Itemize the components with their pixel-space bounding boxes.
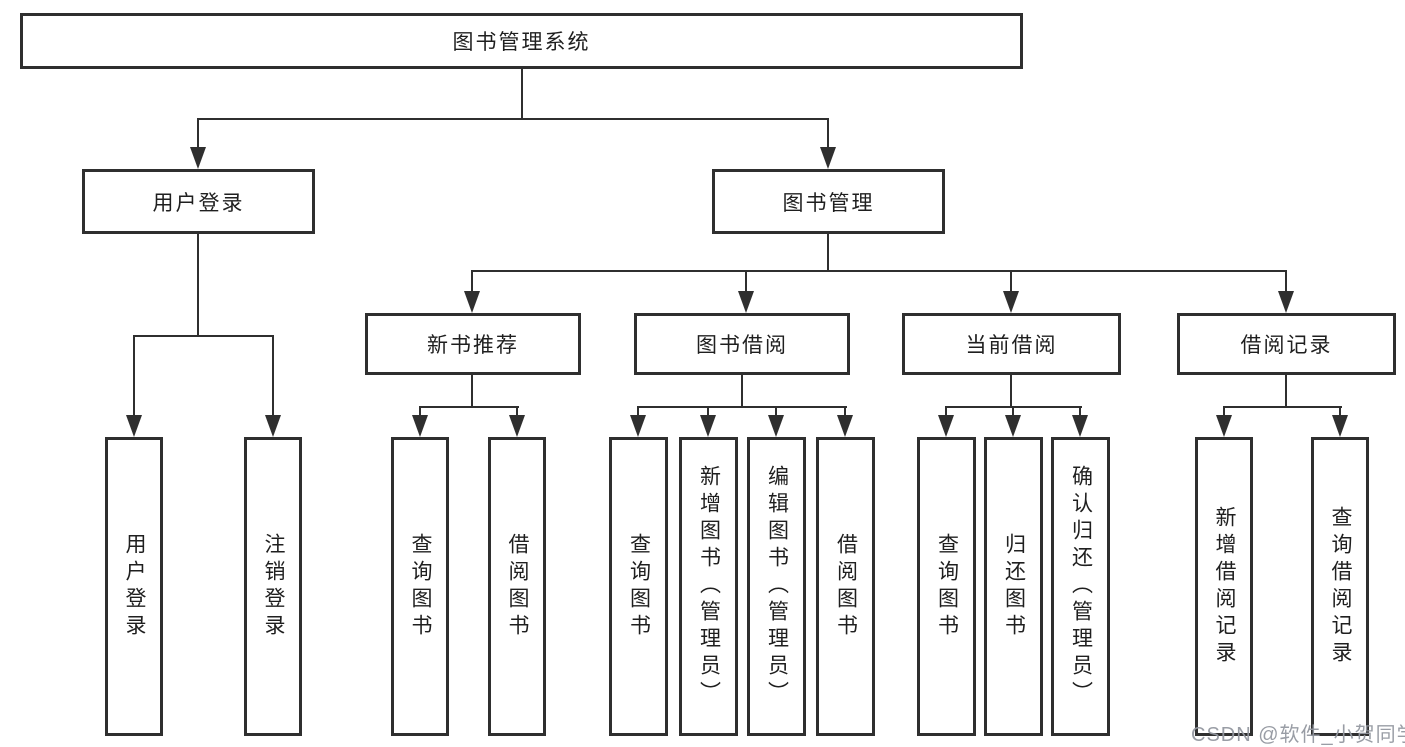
connector-line	[1285, 270, 1287, 293]
node-label: 注销登录	[262, 532, 285, 641]
leaf-logout: 注销登录	[244, 437, 302, 736]
connector-line	[1012, 406, 1014, 418]
arrow-down-icon	[738, 291, 754, 313]
leaf-return-books: 归还图书	[984, 437, 1043, 736]
arrow-down-icon	[768, 415, 784, 437]
connector-line	[471, 375, 473, 408]
connector-line	[1010, 375, 1012, 408]
leaf-query-books: 查询图书	[609, 437, 668, 736]
arrow-down-icon	[1072, 415, 1088, 437]
connector-line	[521, 69, 523, 120]
connector-line	[945, 406, 947, 418]
arrow-down-icon	[837, 415, 853, 437]
connector-line	[827, 118, 829, 150]
leaf-user-login: 用户登录	[105, 437, 163, 736]
arrow-down-icon	[464, 291, 480, 313]
arrow-down-icon	[1216, 415, 1232, 437]
node-label: 用户登录	[152, 191, 245, 215]
leaf-query-borrow-record: 查询借阅记录	[1311, 437, 1369, 736]
leaf-query-books-recommend: 查询图书	[391, 437, 449, 736]
connector-line	[827, 234, 829, 272]
node-label: 查询借阅记录	[1329, 505, 1352, 668]
connector-line	[707, 406, 709, 418]
node-label: 新增借阅记录	[1213, 505, 1236, 668]
node-label: 新增图书（管理员）	[697, 465, 721, 708]
node-root-library-system: 图书管理系统	[20, 13, 1023, 69]
connector-line	[197, 118, 199, 150]
node-new-book-recommend: 新书推荐	[365, 313, 581, 375]
arrow-down-icon	[630, 415, 646, 437]
node-label: 借阅图书	[506, 532, 529, 641]
leaf-add-borrow-record: 新增借阅记录	[1195, 437, 1253, 736]
connector-line	[1339, 406, 1341, 418]
leaf-query-books-current: 查询图书	[917, 437, 976, 736]
arrow-down-icon	[412, 415, 428, 437]
arrow-down-icon	[938, 415, 954, 437]
node-label: 查询图书	[627, 532, 651, 641]
node-label: 图书借阅	[696, 334, 788, 357]
arrow-down-icon	[509, 415, 525, 437]
node-label: 图书管理系统	[452, 31, 591, 54]
leaf-confirm-return-admin: 确认归还（管理员）	[1051, 437, 1110, 736]
node-label: 归还图书	[1002, 532, 1026, 641]
arrow-down-icon	[1278, 291, 1294, 313]
leaf-add-books-admin: 新增图书（管理员）	[679, 437, 738, 736]
node-label: 借阅图书	[834, 532, 858, 641]
node-user-login-branch: 用户登录	[82, 169, 315, 234]
connector-line	[197, 118, 829, 120]
arrow-down-icon	[190, 147, 206, 169]
connector-line	[1010, 270, 1012, 293]
connector-line	[844, 406, 846, 418]
connector-line	[1223, 406, 1225, 418]
node-borrowing-records: 借阅记录	[1177, 313, 1396, 375]
connector-line	[637, 406, 639, 418]
connector-line	[1223, 406, 1342, 408]
arrow-down-icon	[1005, 415, 1021, 437]
node-label: 查询图书	[935, 532, 959, 641]
leaf-edit-books-admin: 编辑图书（管理员）	[747, 437, 806, 736]
node-label: 查询图书	[409, 532, 432, 641]
connector-line	[637, 406, 847, 408]
connector-line	[419, 406, 421, 418]
connector-line	[471, 270, 1287, 272]
arrow-down-icon	[265, 415, 281, 437]
node-label: 图书管理	[782, 191, 875, 215]
node-label: 用户登录	[123, 532, 146, 641]
connector-line	[133, 335, 135, 419]
connector-line	[197, 234, 199, 337]
arrow-down-icon	[1332, 415, 1348, 437]
node-label: 新书推荐	[427, 334, 519, 357]
node-label: 当前借阅	[965, 334, 1058, 357]
connector-line	[516, 406, 518, 418]
connector-line	[741, 375, 743, 408]
connector-line	[1285, 375, 1287, 408]
connector-line	[1079, 406, 1081, 418]
connector-line	[471, 270, 473, 293]
arrow-down-icon	[700, 415, 716, 437]
arrow-down-icon	[820, 147, 836, 169]
connector-line	[745, 270, 747, 293]
arrow-down-icon	[1003, 291, 1019, 313]
connector-line	[775, 406, 777, 418]
node-label: 编辑图书（管理员）	[765, 465, 789, 708]
connector-line	[272, 335, 274, 419]
node-current-borrowing: 当前借阅	[902, 313, 1121, 375]
leaf-borrow-books: 借阅图书	[816, 437, 875, 736]
node-book-management-branch: 图书管理	[712, 169, 945, 234]
connector-line	[133, 335, 274, 337]
node-label: 确认归还（管理员）	[1069, 465, 1093, 708]
connector-line	[419, 406, 519, 408]
csdn-watermark: CSDN @软件_小贺同学	[1191, 724, 1405, 746]
node-book-borrowing: 图书借阅	[634, 313, 850, 375]
node-label: 借阅记录	[1240, 334, 1333, 357]
leaf-borrow-books-recommend: 借阅图书	[488, 437, 546, 736]
arrow-down-icon	[126, 415, 142, 437]
